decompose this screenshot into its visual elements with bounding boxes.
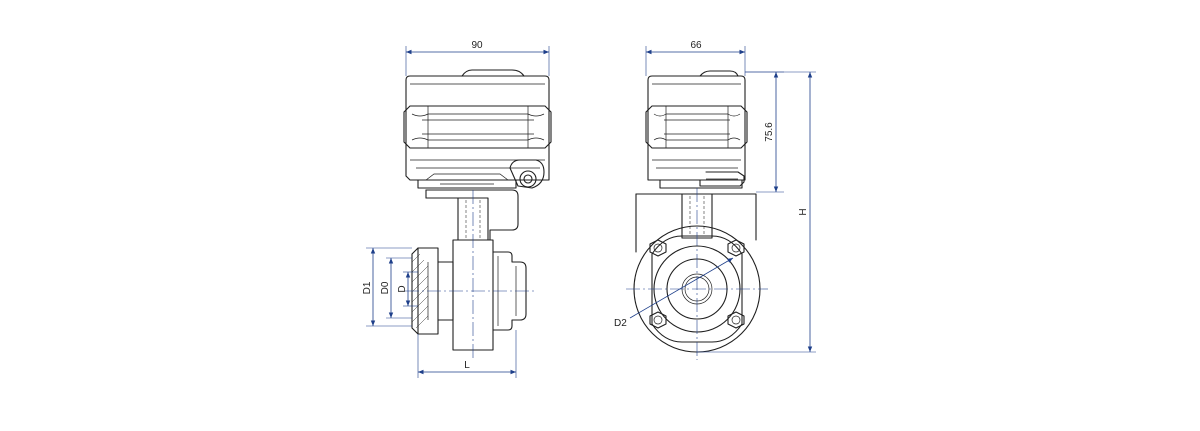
dimension-front-width: 90 [405, 40, 550, 76]
length-label: L [464, 360, 470, 371]
front-valve-body [411, 239, 527, 351]
outer-diameter-label: D1 [362, 281, 373, 294]
front-bracket [425, 189, 519, 241]
bolt-top-right [727, 239, 745, 257]
dimension-flange-diameter: D0 [380, 257, 412, 319]
dimension-bore-diameter: D [397, 271, 418, 307]
bolt-bottom-left [649, 311, 667, 329]
dimension-total-height: H [697, 71, 816, 353]
bolt-circle-label: D2 [614, 318, 627, 329]
dimension-length: L [417, 330, 517, 378]
side-width-label: 66 [690, 40, 702, 51]
side-view: D2 66 75.6 H [614, 40, 816, 360]
dimension-side-width: 66 [645, 40, 746, 76]
total-height-label: H [798, 208, 809, 215]
dimension-bolt-circle: D2 [614, 257, 734, 329]
bolt-bottom-right [727, 311, 745, 329]
bolt-top-left [649, 239, 667, 257]
flange-diameter-label: D0 [380, 281, 391, 294]
front-width-label: 90 [471, 40, 483, 51]
front-actuator [403, 69, 552, 189]
dimension-outer-diameter: D1 [362, 247, 412, 327]
bore-diameter-label: D [397, 285, 408, 292]
front-view: 90 L D1 D0 D [362, 40, 552, 378]
dimension-actuator-height: 75.6 [745, 71, 784, 193]
side-actuator [645, 70, 748, 189]
actuator-height-label: 75.6 [764, 122, 775, 142]
